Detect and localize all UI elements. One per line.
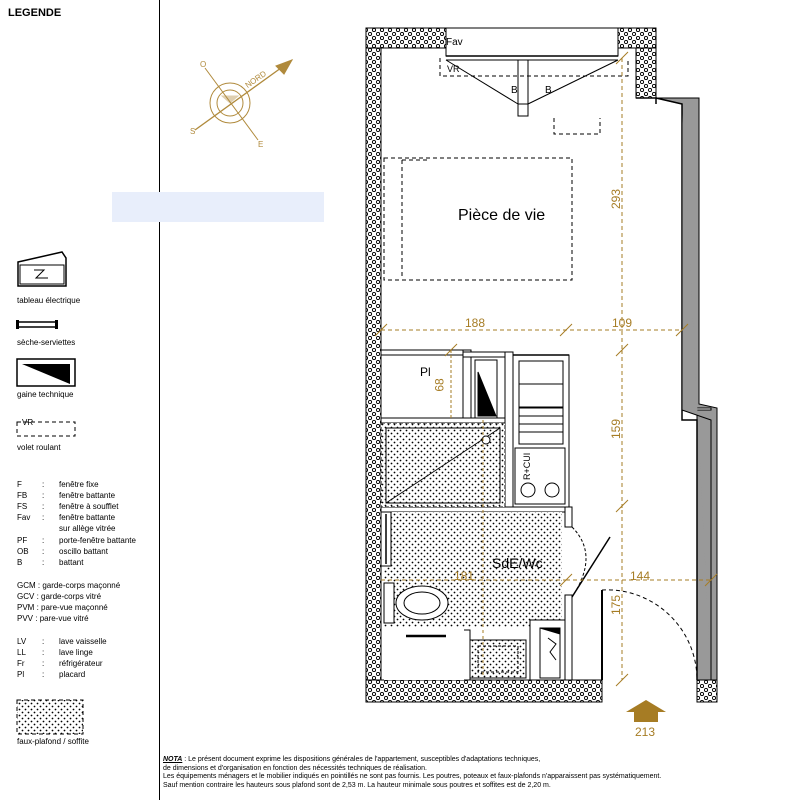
dim-living-height: 293	[609, 188, 624, 210]
window-label: Fav	[446, 37, 463, 48]
swing-right-label: B	[545, 85, 552, 96]
shutter-label: VR	[447, 64, 460, 74]
selection-highlight	[112, 192, 324, 222]
legend-technical-shaft-label: gaine technique	[17, 390, 74, 399]
closet-label: Pl	[420, 365, 431, 379]
abbr-row: FS:fenêtre à soufflet	[17, 502, 119, 511]
exterior-walls	[365, 27, 718, 703]
rolling-shutter-icon	[16, 421, 76, 437]
toilet	[383, 582, 449, 624]
abbr-row: B:battant	[17, 558, 84, 567]
dim-entry-width: 144	[630, 569, 651, 583]
compass-icon	[194, 59, 294, 141]
abbr-row: Fav:fenêtre battante	[17, 513, 116, 522]
false-ceiling-icon	[16, 699, 84, 735]
dim-living-width: 188	[465, 316, 486, 330]
abbr2-row: GCV : garde-corps vitré	[17, 592, 102, 601]
abbr3-row: LL:lave linge	[17, 648, 93, 657]
abbr2-row: GCM : garde-corps maçonné	[17, 581, 121, 590]
technical-shaft-plan	[529, 619, 566, 681]
abbr-row: PF:porte-fenêtre battante	[17, 536, 136, 545]
window-fav[interactable]	[439, 27, 629, 135]
kitchen-tag: R+CUI	[522, 452, 532, 480]
footnote-line: Sauf mention contraire les hauteurs sous…	[163, 781, 551, 789]
abbr2-row: PVV : pare-vue vitré	[17, 614, 89, 623]
legend-false-ceiling-label: faux-plafond / soffite	[17, 737, 89, 746]
swing-left-label: B	[511, 85, 518, 96]
electrical-panel-icon	[17, 251, 67, 287]
footnote-line: de dimensions et d'organisation en fonct…	[163, 764, 428, 772]
entry-door[interactable]	[601, 589, 698, 681]
legend-panel: LEGENDE tableau électrique sèche-serviet…	[0, 0, 160, 800]
shower-area	[380, 422, 506, 508]
dim-right-width: 109	[612, 316, 633, 330]
footnote-line: Les équipements ménagers et le mobilier …	[163, 773, 662, 781]
footnote: NOTA : Le présent document exprime les d…	[163, 756, 785, 790]
legend-electrical-panel-label: tableau électrique	[17, 296, 81, 305]
compass-east-label: E	[258, 140, 264, 149]
abbr3-row: Fr:réfrigérateur	[17, 659, 103, 668]
compass-west-label: O	[200, 60, 207, 69]
footnote-line: NOTA : Le présent document exprime les d…	[163, 756, 541, 763]
living-room-label: Pièce de vie	[458, 207, 546, 224]
legend-shutter-code: VR	[22, 418, 34, 427]
towel-dryer-icon	[16, 320, 58, 329]
abbr-row-cont: sur allège vitrée	[59, 524, 116, 533]
dim-entry-mark: 213	[635, 725, 656, 739]
legend-title: LEGENDE	[8, 7, 62, 19]
kitchen	[512, 354, 570, 508]
dim-entry-height: 175	[609, 594, 624, 616]
entry-arrow-icon	[626, 700, 666, 722]
bathroom-label: SdE/Wc	[492, 555, 543, 571]
interior-partitions	[380, 349, 573, 681]
washbasin	[406, 637, 527, 679]
bathroom-door[interactable]	[571, 526, 611, 598]
abbr3-row: Pl:placard	[17, 670, 86, 679]
dim-kitchen-height: 159	[609, 418, 624, 440]
abbr3-row: LV:lave vaisselle	[17, 637, 107, 646]
compass-south-label: S	[190, 127, 196, 136]
legend-shutter-label: volet roulant	[17, 443, 61, 452]
bed	[383, 157, 573, 281]
footnote-title: NOTA	[163, 756, 183, 763]
abbr-row: FB:fenêtre battante	[17, 491, 116, 500]
abbr-row: OB:oscillo battant	[17, 547, 108, 556]
abbr-row: F:fenêtre fixe	[17, 480, 99, 489]
technical-shaft-icon	[16, 358, 76, 387]
legend-towel-dryer-label: sèche-serviettes	[17, 338, 76, 347]
abbr2-row: PVM : pare-vue maçonné	[17, 603, 108, 612]
dimension-lines	[374, 51, 718, 687]
closet	[384, 354, 498, 419]
dim-bath-width: 181	[454, 569, 475, 583]
dim-closet-depth: 68	[432, 378, 447, 392]
